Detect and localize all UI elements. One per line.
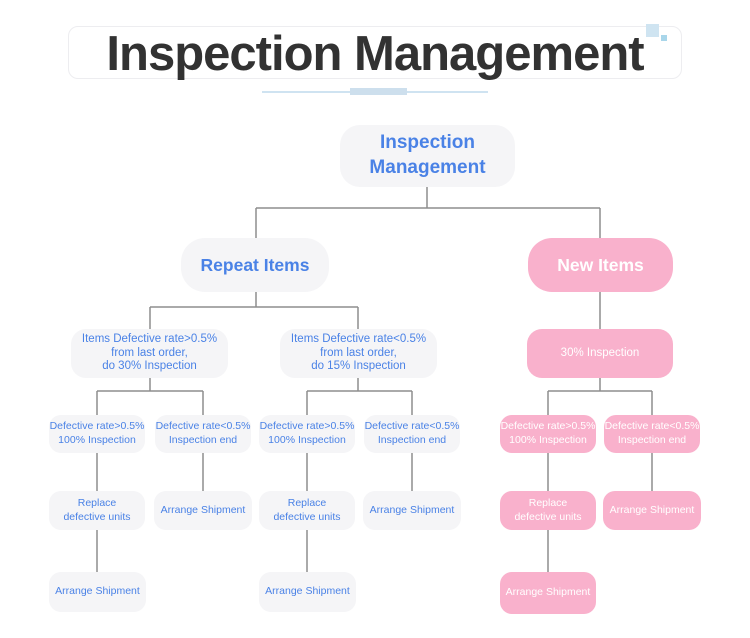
node-defective-low: Defective rate<0.5% Inspection end — [155, 415, 251, 453]
node-repeat-items: Repeat Items — [181, 238, 329, 292]
node-repeat-defect-high: Items Defective rate>0.5% from last orde… — [71, 329, 228, 378]
node-defective-high: Defective rate>0.5% 100% Inspection — [49, 415, 145, 453]
decor-square-large — [646, 24, 659, 37]
node-arrange-shipment: Arrange Shipment — [363, 491, 461, 530]
node-arrange-shipment: Arrange Shipment — [49, 572, 146, 612]
node-arrange-shipment: Arrange Shipment — [259, 572, 356, 612]
node-replace-units: Replace defective units — [259, 491, 355, 530]
node-defective-high: Defective rate>0.5% 100% Inspection — [500, 415, 596, 453]
node-arrange-shipment: Arrange Shipment — [154, 491, 252, 530]
title-underline-accent — [350, 88, 407, 95]
node-defective-low: Defective rate<0.5% Inspection end — [364, 415, 460, 453]
node-repeat-defect-low: Items Defective rate<0.5% from last orde… — [280, 329, 437, 378]
decor-square-small — [661, 35, 667, 41]
node-defective-low: Defective rate<0.5% Inspection end — [604, 415, 700, 453]
node-root: Inspection Management — [340, 125, 515, 187]
node-new-30-inspection: 30% Inspection — [527, 329, 673, 378]
node-defective-high: Defective rate>0.5% 100% Inspection — [259, 415, 355, 453]
title-card — [68, 26, 682, 79]
page-title: Inspection Management — [106, 27, 644, 81]
node-arrange-shipment: Arrange Shipment — [500, 572, 596, 614]
node-replace-units: Replace defective units — [500, 491, 596, 530]
node-new-items: New Items — [528, 238, 673, 292]
node-replace-units: Replace defective units — [49, 491, 145, 530]
node-arrange-shipment: Arrange Shipment — [603, 491, 701, 530]
